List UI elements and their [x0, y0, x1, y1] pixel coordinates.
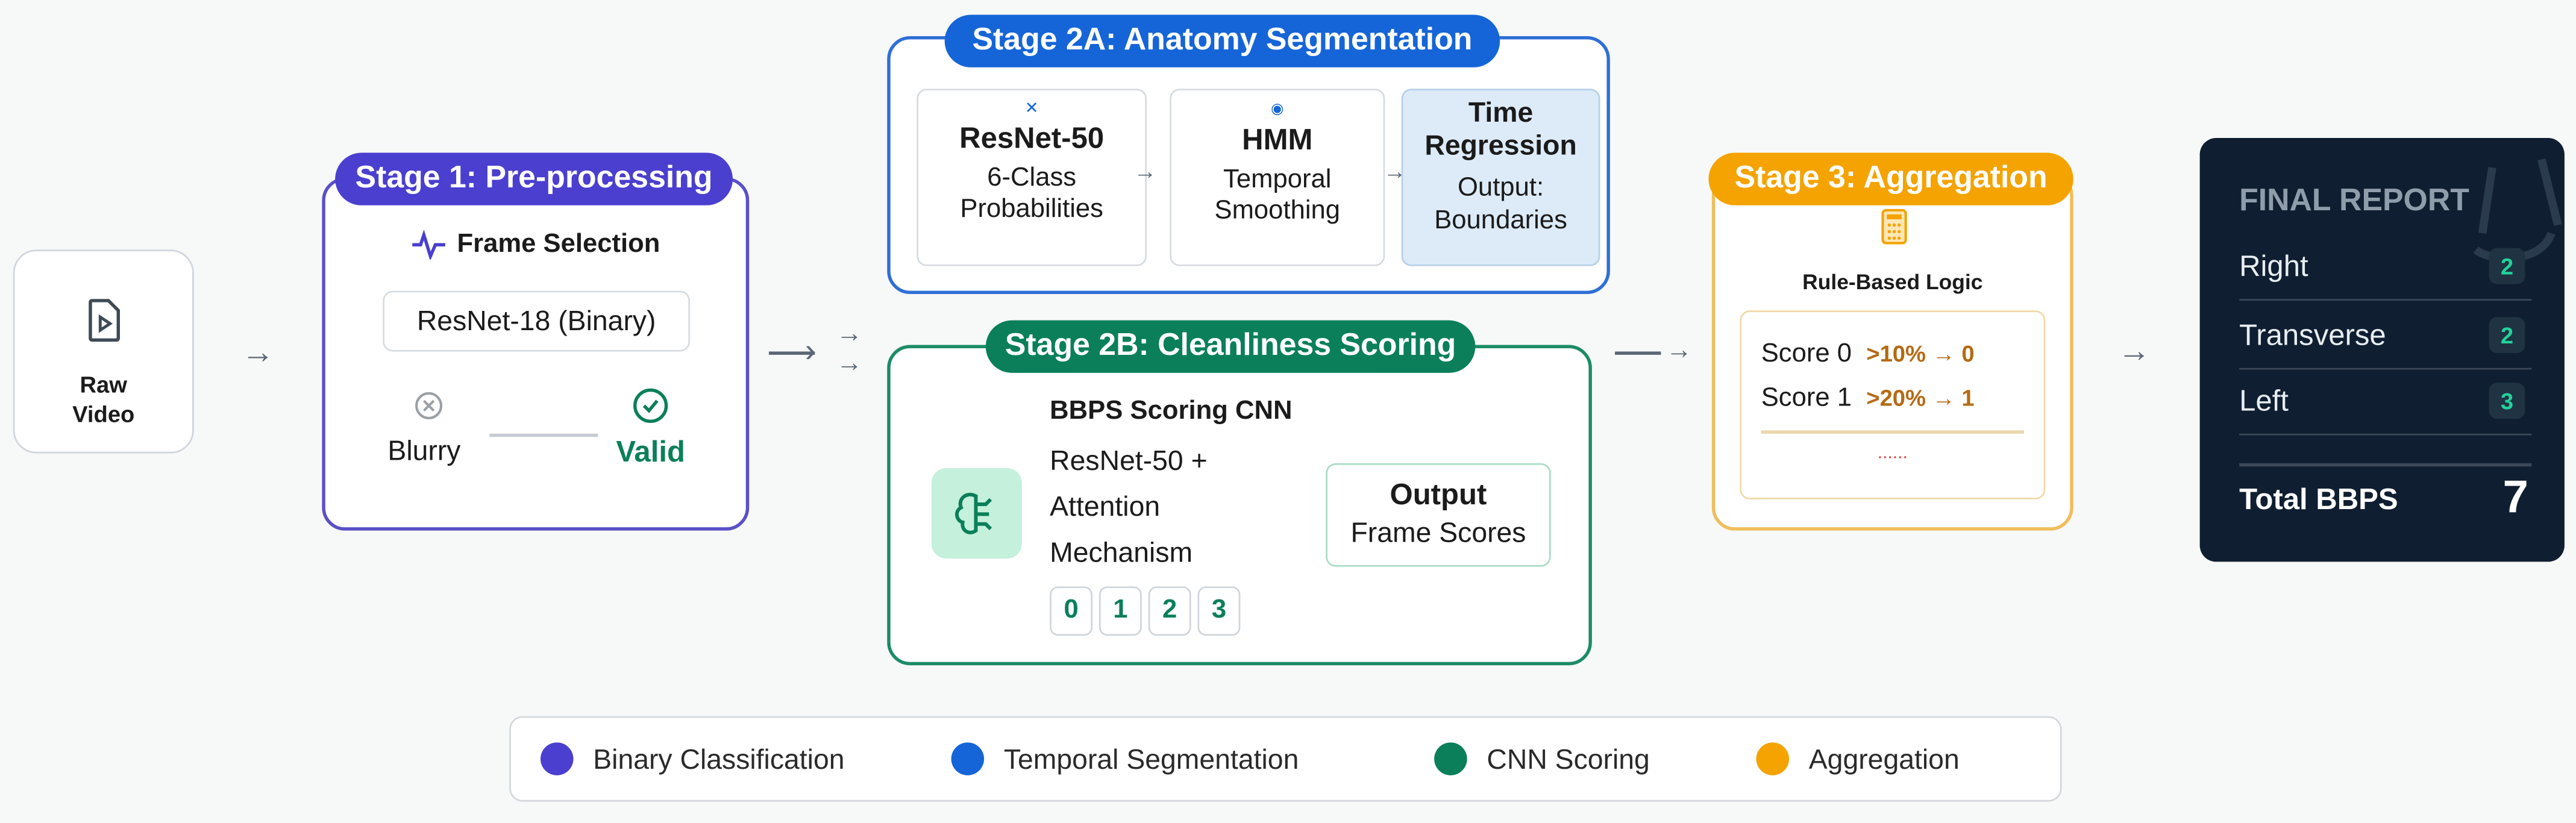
arrow-icon: → — [241, 335, 275, 372]
step-title: Regression — [1424, 130, 1577, 161]
report-row: Right 2 — [2239, 233, 2532, 301]
target-icon: ◉ — [1271, 100, 1284, 117]
report-row: Transverse 2 — [2239, 302, 2532, 370]
row-label: Left — [2239, 384, 2289, 418]
frame-selection-heading: Frame Selection — [457, 230, 660, 258]
legend-label: Aggregation — [1808, 744, 1960, 775]
arrow-icon: › — [804, 333, 816, 370]
score-chip: 2 — [1148, 586, 1191, 636]
legend-dot — [540, 742, 574, 775]
legend-label: Temporal Segmentation — [1003, 744, 1299, 775]
divider — [1761, 430, 2024, 433]
brain-icon — [931, 468, 1022, 559]
rule-heading: Rule-Based Logic — [1802, 269, 1983, 295]
stage2b-panel: BBPS Scoring CNN ResNet-50 + Attention M… — [887, 345, 1592, 666]
arrow-line — [768, 351, 815, 354]
arrow-icon: → — [1666, 336, 1693, 365]
row-value: 2 — [2489, 317, 2525, 354]
arrow-icon: → — [836, 320, 863, 348]
rule-value: >20% → 1 — [1866, 384, 1975, 411]
divider — [2239, 463, 2532, 466]
output-sub: Frame Scores — [1350, 517, 1526, 549]
desc-line: ResNet-50 + — [1050, 445, 1208, 477]
valid-label: Valid — [616, 435, 685, 469]
stage1-panel: Frame Selection ResNet-18 (Binary) Blurr… — [322, 177, 750, 531]
check-circle-icon — [633, 388, 668, 424]
calculator-icon — [1881, 208, 1907, 245]
legend-item: Temporal Segmentation — [951, 718, 1299, 803]
final-report-panel: FINAL REPORT Right 2 Transverse 2 Left 3 To… — [2199, 138, 2565, 562]
stage2a-title: Stage 2A: Anatomy Segmentation — [944, 14, 1500, 67]
arrow-icon: → — [1133, 157, 1157, 184]
step-title: HMM — [1242, 123, 1313, 157]
total-label: Total BBPS — [2239, 483, 2398, 516]
rule-value: >10% → 0 — [1866, 340, 1975, 366]
legend-item: CNN Scoring — [1434, 718, 1650, 803]
row-label: Right — [2239, 249, 2308, 283]
output-box: Output Frame Scores — [1326, 463, 1551, 567]
legend-item: Aggregation — [1756, 718, 1960, 803]
step-line: Temporal — [1223, 166, 1332, 194]
rule-row: Score 0 >10% → 0 — [1761, 332, 1975, 377]
raw-video-node: Raw Video — [13, 249, 194, 454]
arrow-icon: → — [836, 349, 863, 378]
step-line: Smoothing — [1214, 197, 1341, 225]
row-label: Transverse — [2239, 318, 2386, 352]
stage2b-title: Stage 2B: Cleanliness Scoring — [985, 320, 1476, 373]
stage3-panel: Rule-Based Logic Score 0 >10% → 0 Score … — [1711, 172, 2073, 531]
x-circle-icon — [415, 392, 443, 419]
total-value: 7 — [2502, 471, 2528, 522]
legend-dot — [1756, 742, 1790, 775]
rule-row: Score 1 >20% → 1 — [1761, 376, 1975, 421]
step-line: Probabilities — [960, 195, 1103, 224]
arrow-icon: → — [2117, 333, 2151, 370]
report-title: FINAL REPORT — [2239, 184, 2469, 219]
desc-line: Attention — [1050, 491, 1161, 522]
score-chip: 1 — [1098, 586, 1142, 636]
legend-label: Binary Classification — [593, 744, 845, 775]
legend-label: CNN Scoring — [1487, 744, 1650, 775]
video-file-icon — [89, 299, 121, 342]
expand-icon: ✕ — [1024, 100, 1039, 119]
legend-dot — [1434, 742, 1467, 775]
connector-line — [489, 433, 598, 437]
step-line: Output: — [1457, 174, 1544, 202]
blurry-label: Blurry — [387, 435, 461, 467]
stage1-title: Stage 1: Pre-processing — [335, 152, 733, 205]
row-value: 3 — [2489, 383, 2525, 419]
rules-box: Score 0 >10% → 0 Score 1 >20% → 1 ...... — [1740, 310, 2046, 499]
report-row: Left 3 — [2239, 368, 2532, 436]
score-chip: 0 — [1050, 586, 1093, 636]
desc-line: Mechanism — [1050, 537, 1193, 569]
score-chip: 3 — [1197, 586, 1241, 636]
output-title: Output — [1390, 478, 1487, 511]
row-value: 2 — [2489, 248, 2525, 284]
bbps-heading: BBPS Scoring CNN — [1050, 397, 1293, 426]
legend-item: Binary Classification — [540, 718, 845, 803]
arrow-line — [1615, 351, 1661, 354]
pulse-icon — [412, 229, 446, 261]
legend-dot — [951, 742, 985, 775]
step-title: ResNet-50 — [959, 121, 1105, 155]
raw-video-label-1: Raw — [80, 371, 127, 398]
ellipsis: ...... — [1877, 443, 1908, 463]
rule-label: Score 0 — [1761, 340, 1852, 368]
rule-label: Score 1 — [1761, 384, 1852, 413]
step-line: Boundaries — [1434, 207, 1567, 235]
step-title: Time — [1468, 96, 1534, 128]
step-line: 6-Class — [987, 164, 1077, 192]
raw-video-label-2: Video — [72, 401, 135, 427]
stage3-title: Stage 3: Aggregation — [1708, 152, 2073, 205]
model-box: ResNet-18 (Binary) — [383, 290, 691, 352]
legend: Binary Classification Temporal Segmentat… — [509, 716, 2062, 803]
